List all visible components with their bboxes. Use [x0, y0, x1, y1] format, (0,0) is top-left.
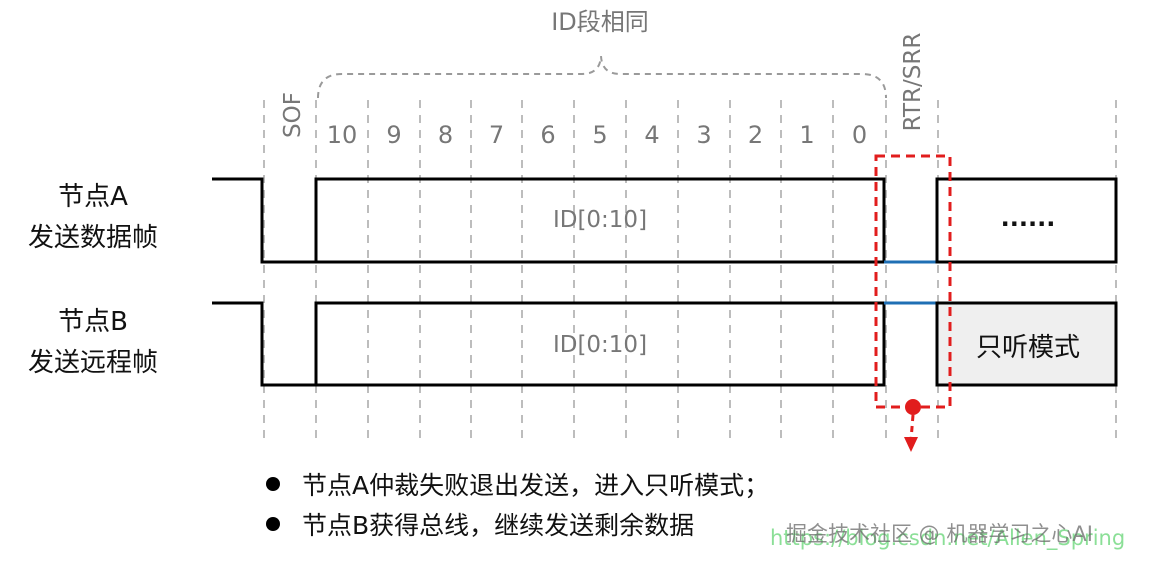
rtr-highlight-arrow-line	[909, 414, 915, 441]
bit-number-label: 9	[386, 121, 401, 149]
rtr-srr-label: RTR/SRR	[900, 33, 926, 132]
bit-grid-lines	[263, 100, 1117, 438]
node-b-id-field	[316, 303, 886, 387]
note-text-1: 节点A仲裁失败退出发送，进入只听模式；	[302, 471, 770, 500]
node-a-subtitle: 发送数据帧	[28, 223, 158, 253]
bit-number-label: 7	[489, 121, 504, 149]
bit-number-label: 4	[644, 121, 659, 149]
watermark-url: https://blog.csdn.net/Allen_Spring	[770, 526, 1126, 550]
node-a-tail-frame	[935, 177, 1118, 264]
note-row-1: 节点A仲裁失败退出发送，进入只听模式；	[266, 466, 769, 502]
node-a-id-field-label: ID[0:10]	[553, 207, 647, 233]
node-b-id-field-label: ID[0:10]	[553, 332, 647, 358]
note-row-2: 节点B获得总线，继续发送剩余数据	[266, 506, 694, 542]
bit-number-label: 10	[327, 121, 358, 149]
node-b-signal	[212, 301, 884, 387]
bit-number-label: 2	[748, 121, 763, 149]
rtr-highlight-arrow-head	[904, 437, 918, 452]
same-id-label: ID段相同	[551, 8, 649, 36]
node-b-title: 节点B	[58, 307, 128, 337]
node-b-listen-frame	[935, 301, 1118, 387]
watermark-site: 掘金技术社区 @ 机器学习之心AI	[786, 522, 1093, 546]
bit-number-label: 5	[592, 121, 607, 149]
rtr-highlight-dot	[905, 399, 921, 415]
bit-number-label: 0	[852, 121, 867, 149]
node-b-listen-label: 只听模式	[976, 333, 1080, 363]
note-text-2: 节点B获得总线，继续发送剩余数据	[302, 511, 695, 540]
bit-number-label: 1	[799, 121, 814, 149]
same-id-brace	[317, 55, 887, 99]
bit-number-label: 8	[438, 121, 453, 149]
node-a-title: 节点A	[58, 182, 128, 212]
sof-label: SOF	[280, 92, 306, 138]
node-a-id-field-top	[262, 177, 886, 264]
node-a-signal	[212, 177, 884, 264]
bit-number-label: 6	[540, 121, 555, 149]
node-b-subtitle: 发送远程帧	[28, 348, 158, 378]
bit-number-label: 3	[696, 121, 711, 149]
bullet-dot-icon	[266, 477, 280, 491]
bullet-dot-icon	[266, 517, 280, 531]
node-a-tail-label: ......	[1001, 204, 1056, 232]
